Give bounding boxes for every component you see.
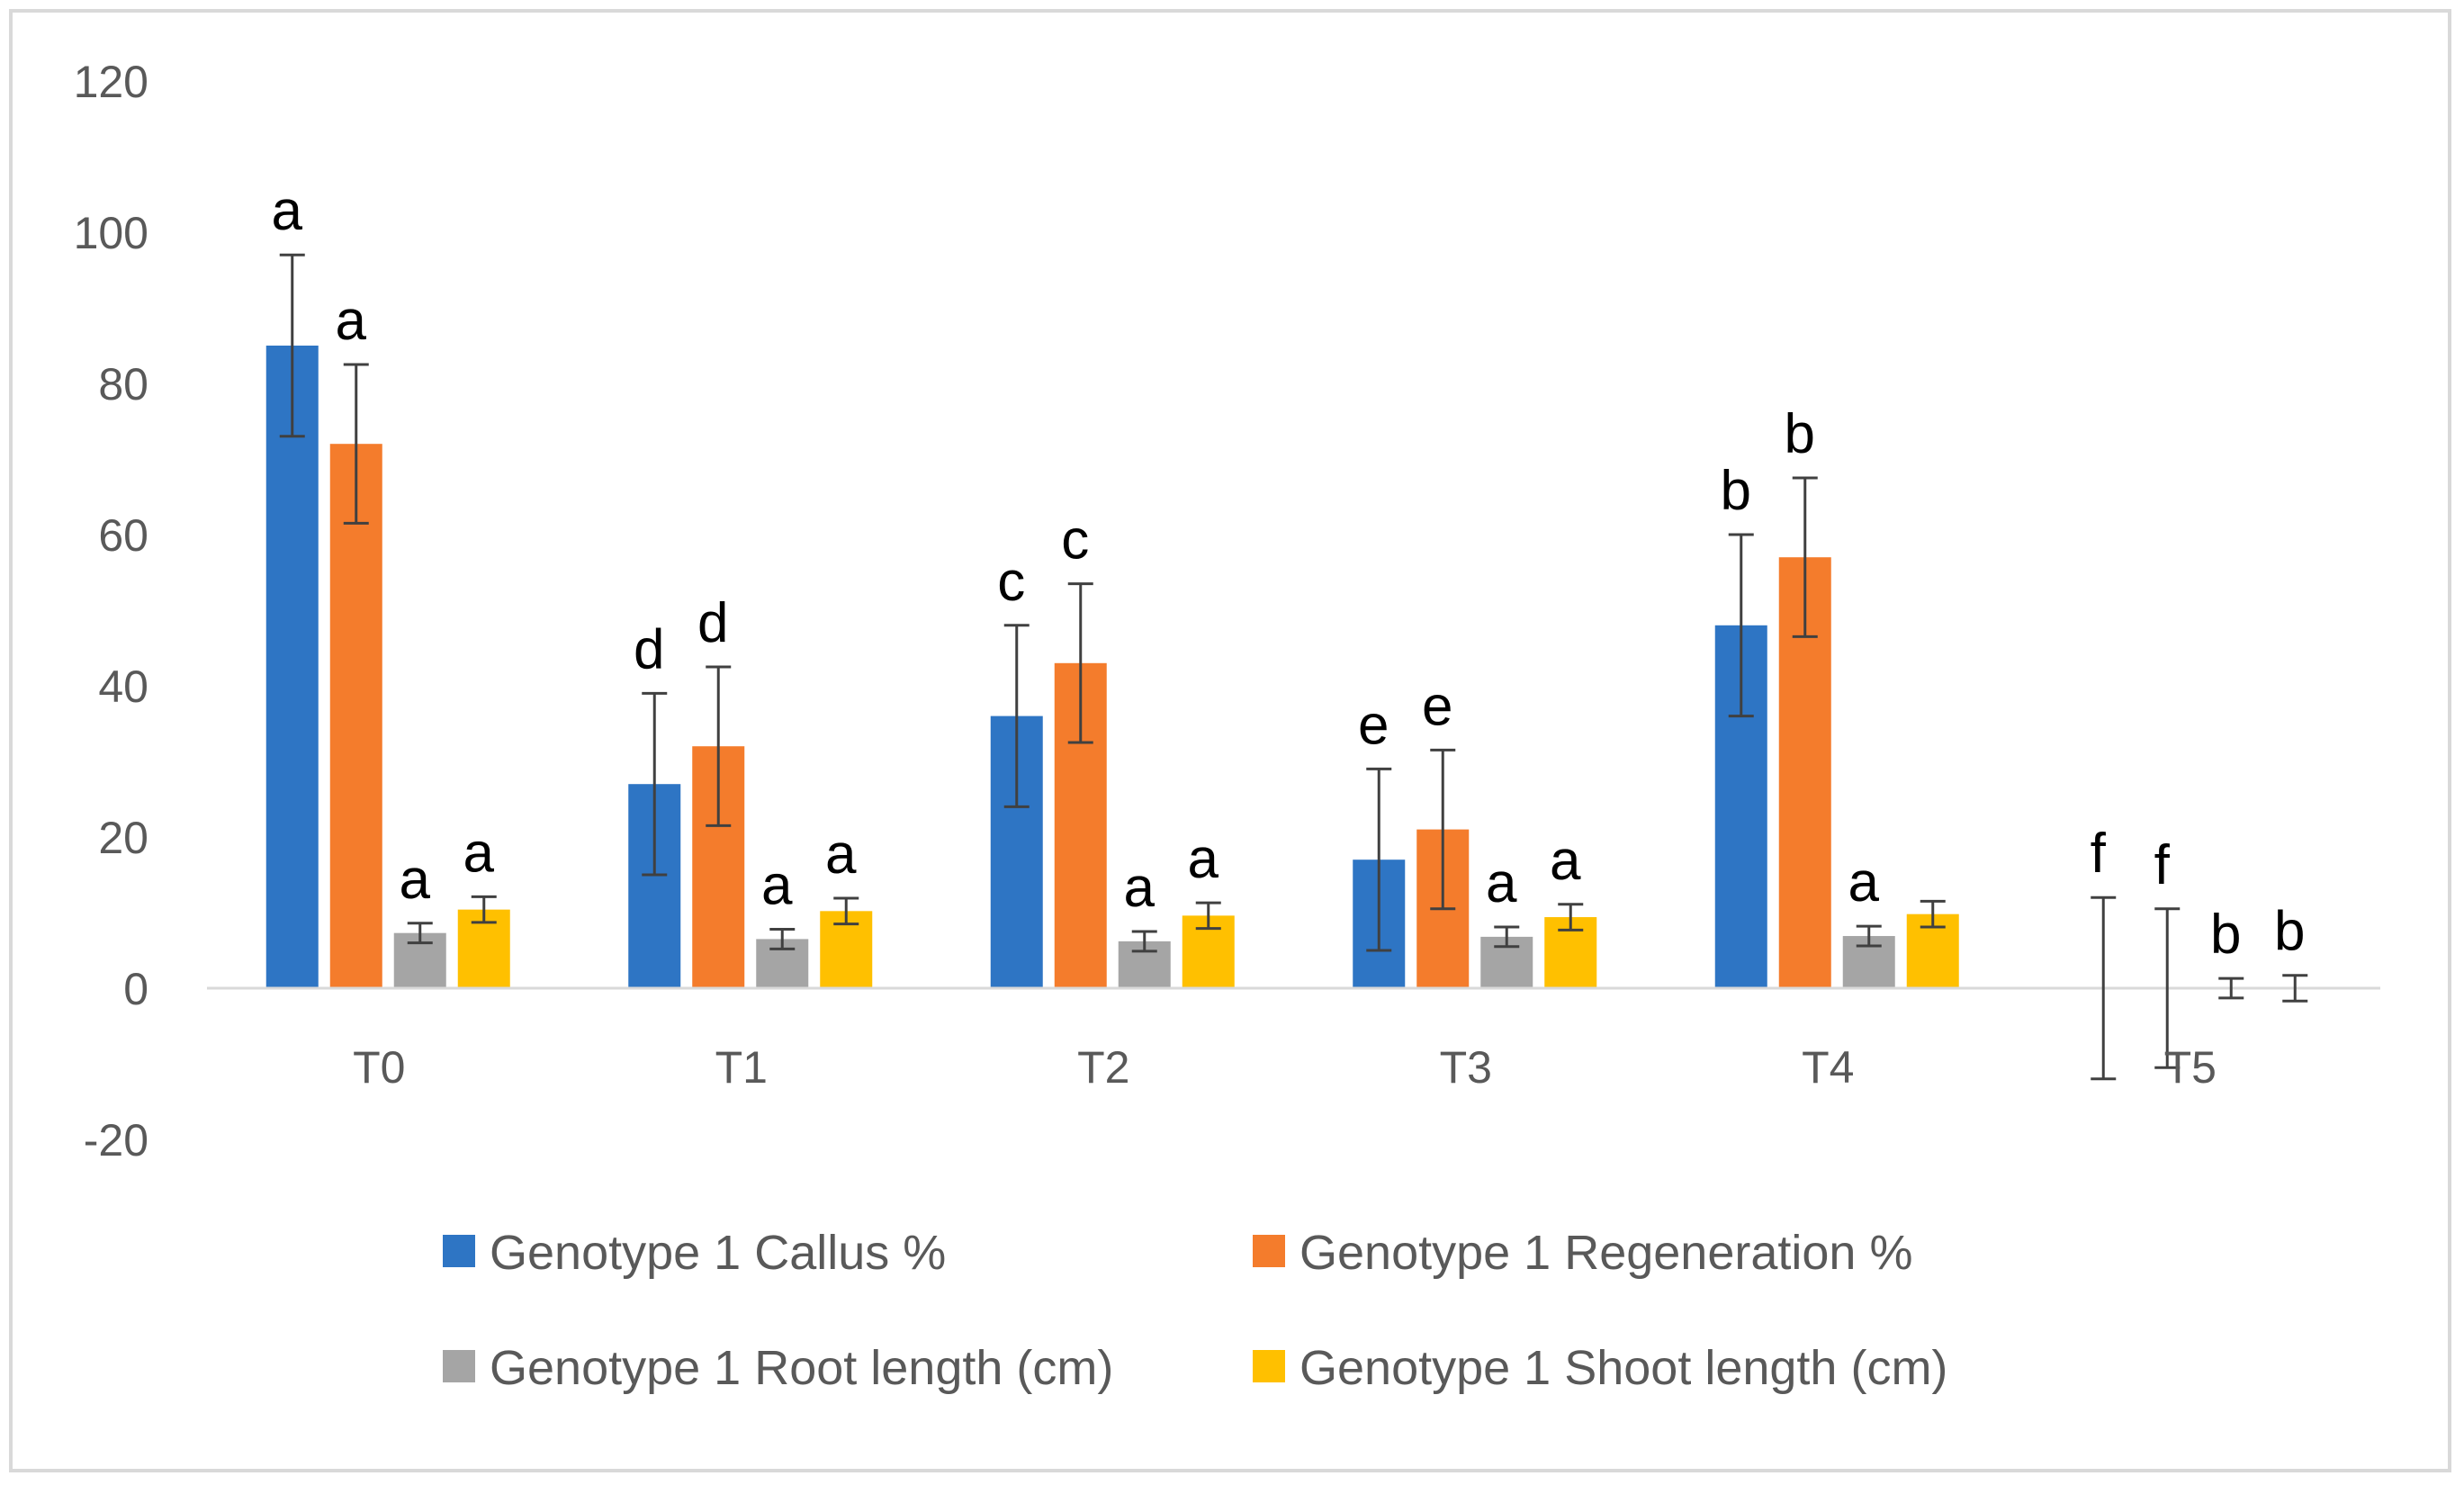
y-tick-label: 100 xyxy=(74,208,148,258)
significance-letter: e xyxy=(1358,694,1389,756)
chart-frame xyxy=(9,9,2451,1472)
significance-letter: a xyxy=(1188,828,1219,890)
significance-letter: a xyxy=(1124,857,1156,919)
legend-swatch xyxy=(1253,1235,1285,1267)
legend-swatch xyxy=(443,1350,475,1382)
y-tick-label: 40 xyxy=(98,662,148,712)
significance-letter: b xyxy=(2210,904,2241,966)
y-axis-ticks: 120 100 80 60 40 20 0 -20 xyxy=(74,57,148,1166)
significance-letter: a xyxy=(1550,830,1581,892)
significance-letter: a xyxy=(825,824,857,886)
bar xyxy=(265,346,319,988)
x-tick-label: T1 xyxy=(715,1042,768,1093)
x-tick-label: T3 xyxy=(1440,1042,1492,1093)
legend: Genotype 1 Callus % Genotype 1 Regenerati… xyxy=(443,1226,1947,1395)
significance-letter: d xyxy=(697,592,728,654)
bar xyxy=(329,444,382,988)
error-bars xyxy=(279,253,2308,1081)
x-tick-label: T2 xyxy=(1077,1042,1129,1093)
y-tick-label: 60 xyxy=(98,510,148,561)
significance-letter: e xyxy=(1422,675,1452,737)
y-tick-label: 80 xyxy=(98,359,148,410)
y-tick-label: 20 xyxy=(98,813,148,863)
significance-letter: f xyxy=(2091,823,2107,885)
x-tick-label: T5 xyxy=(2164,1042,2217,1093)
legend-label: Genotype 1 Shoot length (cm) xyxy=(1299,1341,1947,1395)
legend-label: Genotype 1 Callus % xyxy=(490,1226,946,1280)
bars xyxy=(265,346,1959,988)
x-axis-ticks: T0 T1 T2 T3 T4 T5 xyxy=(353,1042,2217,1093)
legend-label: Genotype 1 Regeneration % xyxy=(1299,1226,1912,1280)
significance-letter: a xyxy=(463,822,495,884)
legend-label: Genotype 1 Root length (cm) xyxy=(490,1341,1113,1395)
y-tick-label: 120 xyxy=(74,57,148,107)
significance-letter: a xyxy=(272,180,303,242)
significance-letter: a xyxy=(400,849,431,911)
significance-letter: b xyxy=(1721,460,1751,522)
significance-letter: c xyxy=(1061,509,1089,572)
significance-letter: c xyxy=(997,551,1025,613)
significance-letter: a xyxy=(761,854,793,916)
x-tick-label: T0 xyxy=(353,1042,405,1093)
legend-swatch xyxy=(1253,1350,1285,1382)
significance-letter: a xyxy=(1486,852,1517,914)
significance-letter: a xyxy=(1848,851,1880,914)
significance-letter: b xyxy=(1785,403,1815,465)
legend-swatch xyxy=(443,1235,475,1267)
significance-letter: a xyxy=(336,290,367,352)
x-tick-label: T4 xyxy=(1802,1042,1854,1093)
y-tick-label: -20 xyxy=(84,1115,148,1166)
significance-letter: f xyxy=(2154,834,2171,896)
significance-letter: d xyxy=(634,618,664,680)
significance-letter: b xyxy=(2274,901,2305,963)
y-tick-label: 0 xyxy=(123,964,148,1014)
